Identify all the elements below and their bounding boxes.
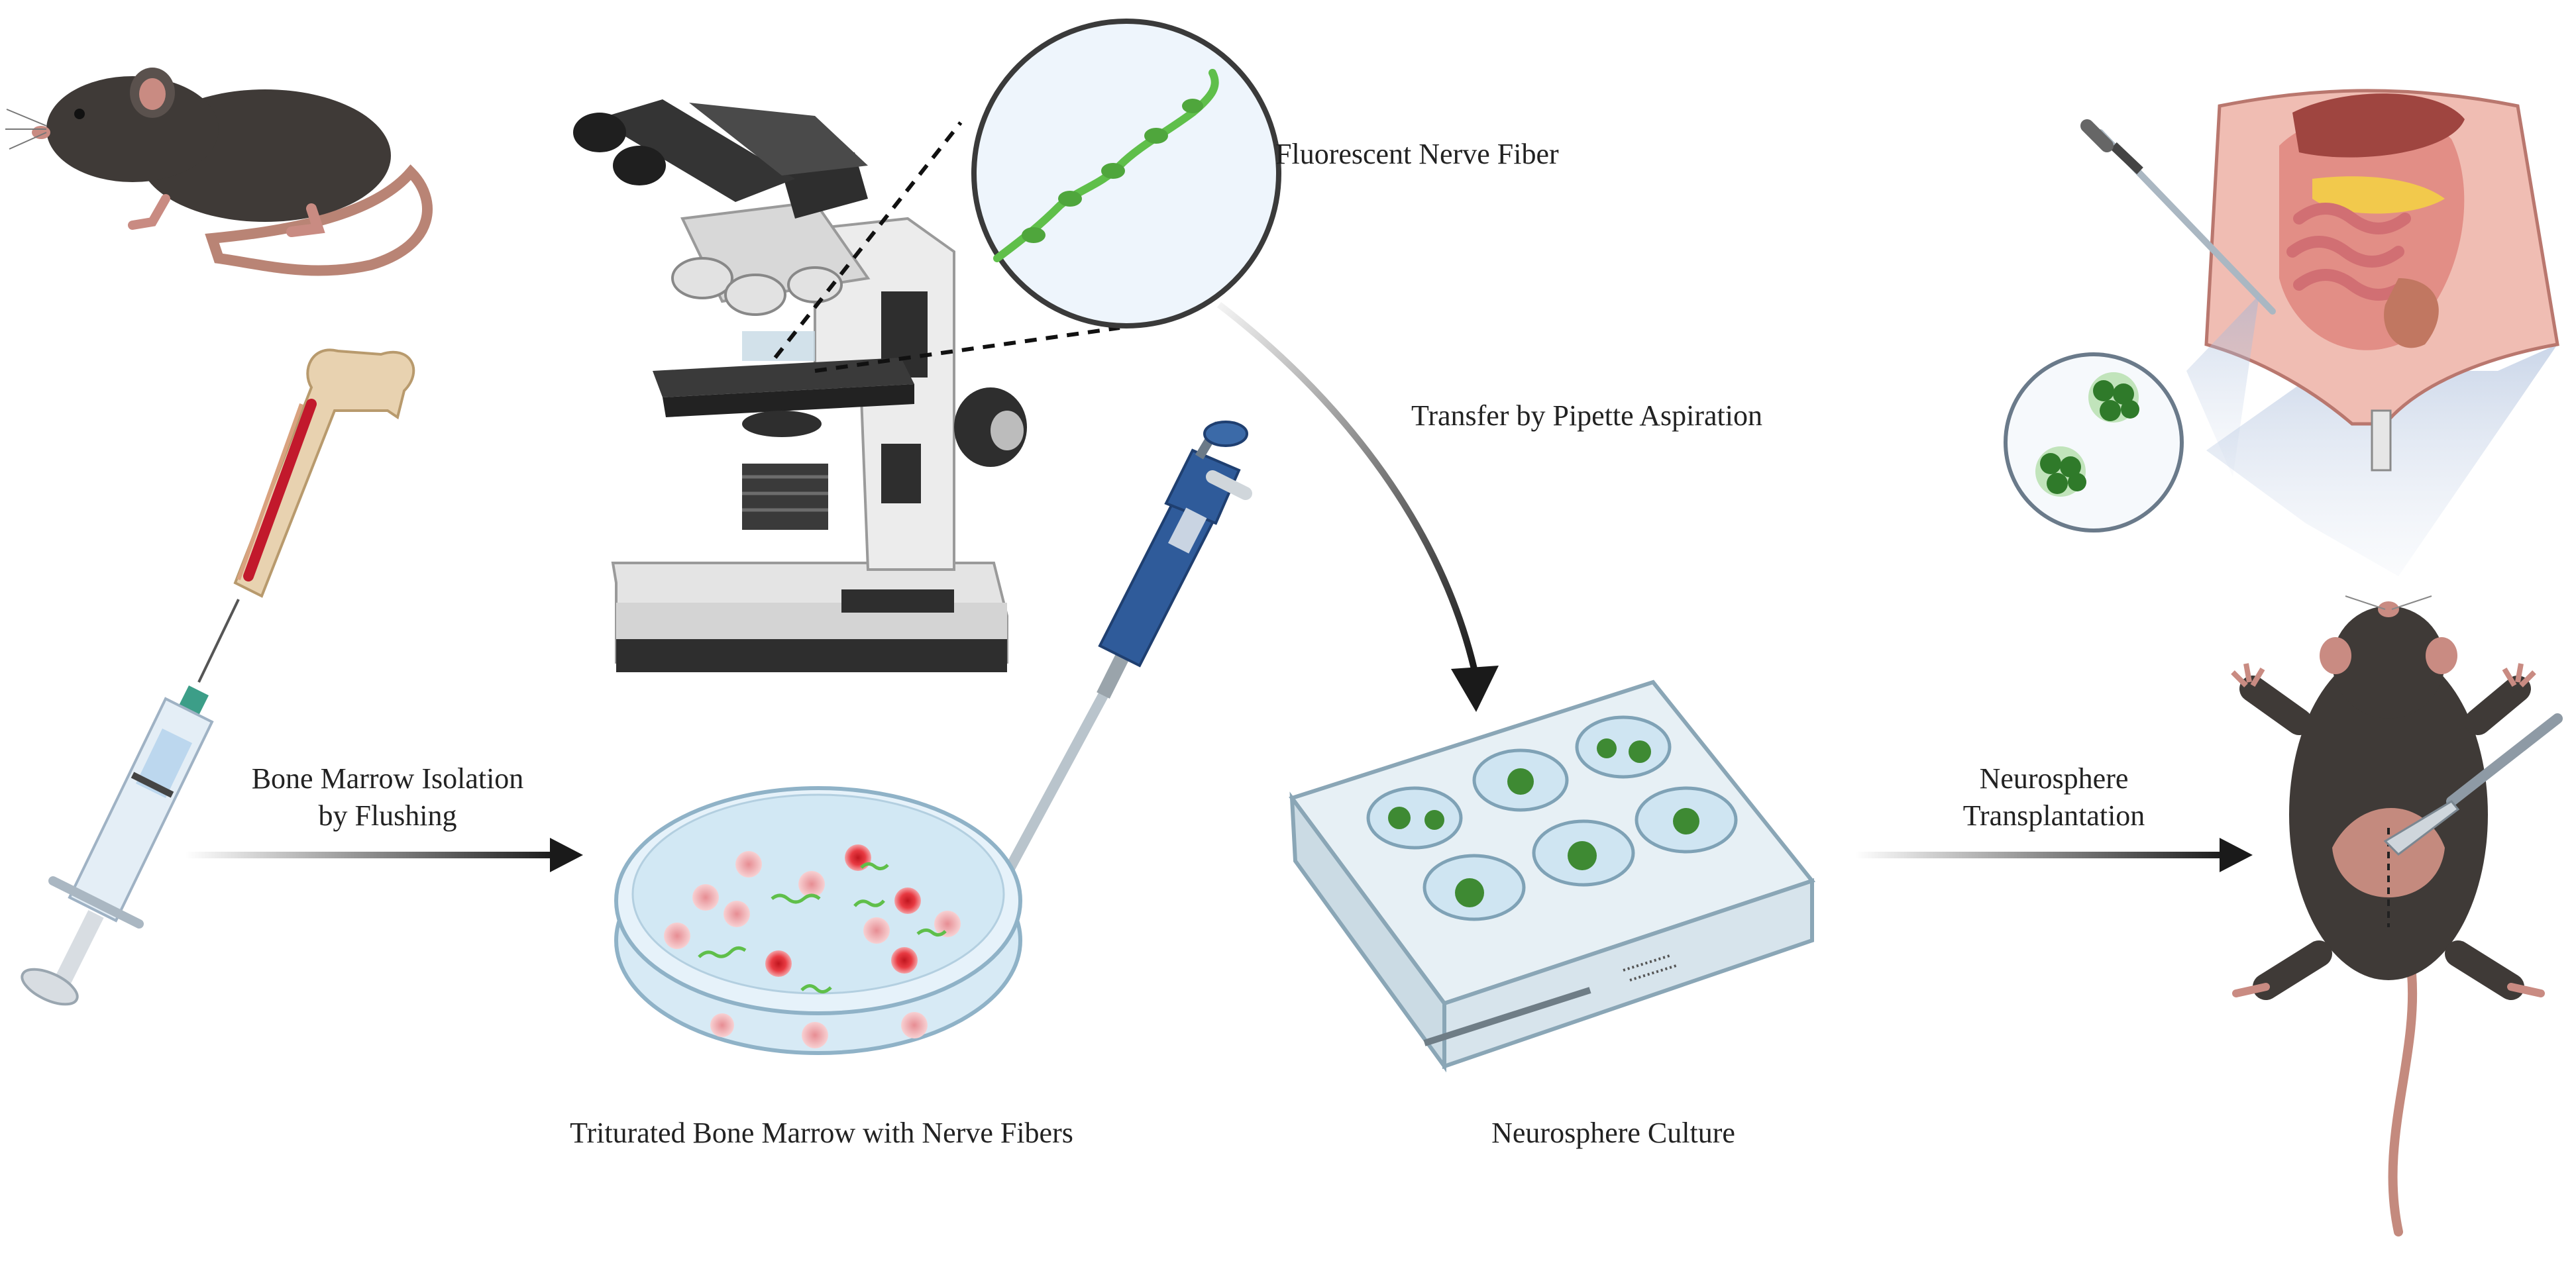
scalpel-icon xyxy=(2383,713,2563,856)
pale-cell xyxy=(664,923,690,949)
red-cell xyxy=(891,947,918,974)
transfer-arrow xyxy=(1216,302,1499,712)
pale-cell xyxy=(934,911,961,937)
flushing-arrow xyxy=(186,838,583,872)
magnified-nerve-fiber-icon xyxy=(773,19,1281,373)
culture-well xyxy=(1635,786,1738,854)
culture-well xyxy=(1366,786,1463,850)
pale-cell xyxy=(724,901,750,927)
neurosphere-magnified-icon xyxy=(2004,295,2259,532)
label-neurosphere-culture: Neurosphere Culture xyxy=(1491,1117,1735,1149)
label-triturated-bone-marrow: Triturated Bone Marrow with Nerve Fibers xyxy=(570,1117,1073,1149)
pale-cell xyxy=(863,917,890,944)
well-plate-icon xyxy=(1289,680,1816,1073)
pale-cell xyxy=(735,851,762,878)
culture-well xyxy=(1422,854,1526,921)
label-transplant-line1: Neurosphere xyxy=(1979,762,2129,795)
label-fluorescent-nerve-fiber: Fluorescent Nerve Fiber xyxy=(1275,138,1559,170)
femur-bone-icon xyxy=(233,348,415,598)
culture-well xyxy=(1532,819,1635,887)
open-abdomen-icon xyxy=(2204,89,2559,576)
pale-cell xyxy=(802,1022,828,1048)
syringe-icon xyxy=(21,599,240,1006)
pipette-icon xyxy=(985,421,1252,909)
microscope-icon xyxy=(573,99,1027,672)
neurosphere xyxy=(2035,446,2086,497)
pale-cell xyxy=(710,1013,734,1037)
transplantation-arrow xyxy=(1855,838,2253,872)
neurosphere xyxy=(2088,372,2139,423)
pale-cell xyxy=(692,884,719,911)
mouse-icon xyxy=(5,68,433,276)
label-bone-marrow-line1: Bone Marrow Isolation xyxy=(251,762,524,795)
injection-syringe-icon xyxy=(2080,119,2276,315)
label-transfer-by-pipette: Transfer by Pipette Aspiration xyxy=(1411,399,1762,432)
pale-cell xyxy=(798,871,825,897)
petri-dish-icon xyxy=(614,786,1022,1055)
label-bone-marrow-line2: by Flushing xyxy=(318,799,457,832)
red-cell xyxy=(765,950,792,977)
red-cell xyxy=(894,887,921,914)
culture-well xyxy=(1472,748,1569,812)
culture-well xyxy=(1575,715,1672,779)
mouse-supine-icon xyxy=(2231,595,2545,1236)
pale-cell xyxy=(901,1012,928,1038)
label-transplant-line2: Transplantation xyxy=(1962,799,2145,832)
red-cell xyxy=(845,844,871,871)
